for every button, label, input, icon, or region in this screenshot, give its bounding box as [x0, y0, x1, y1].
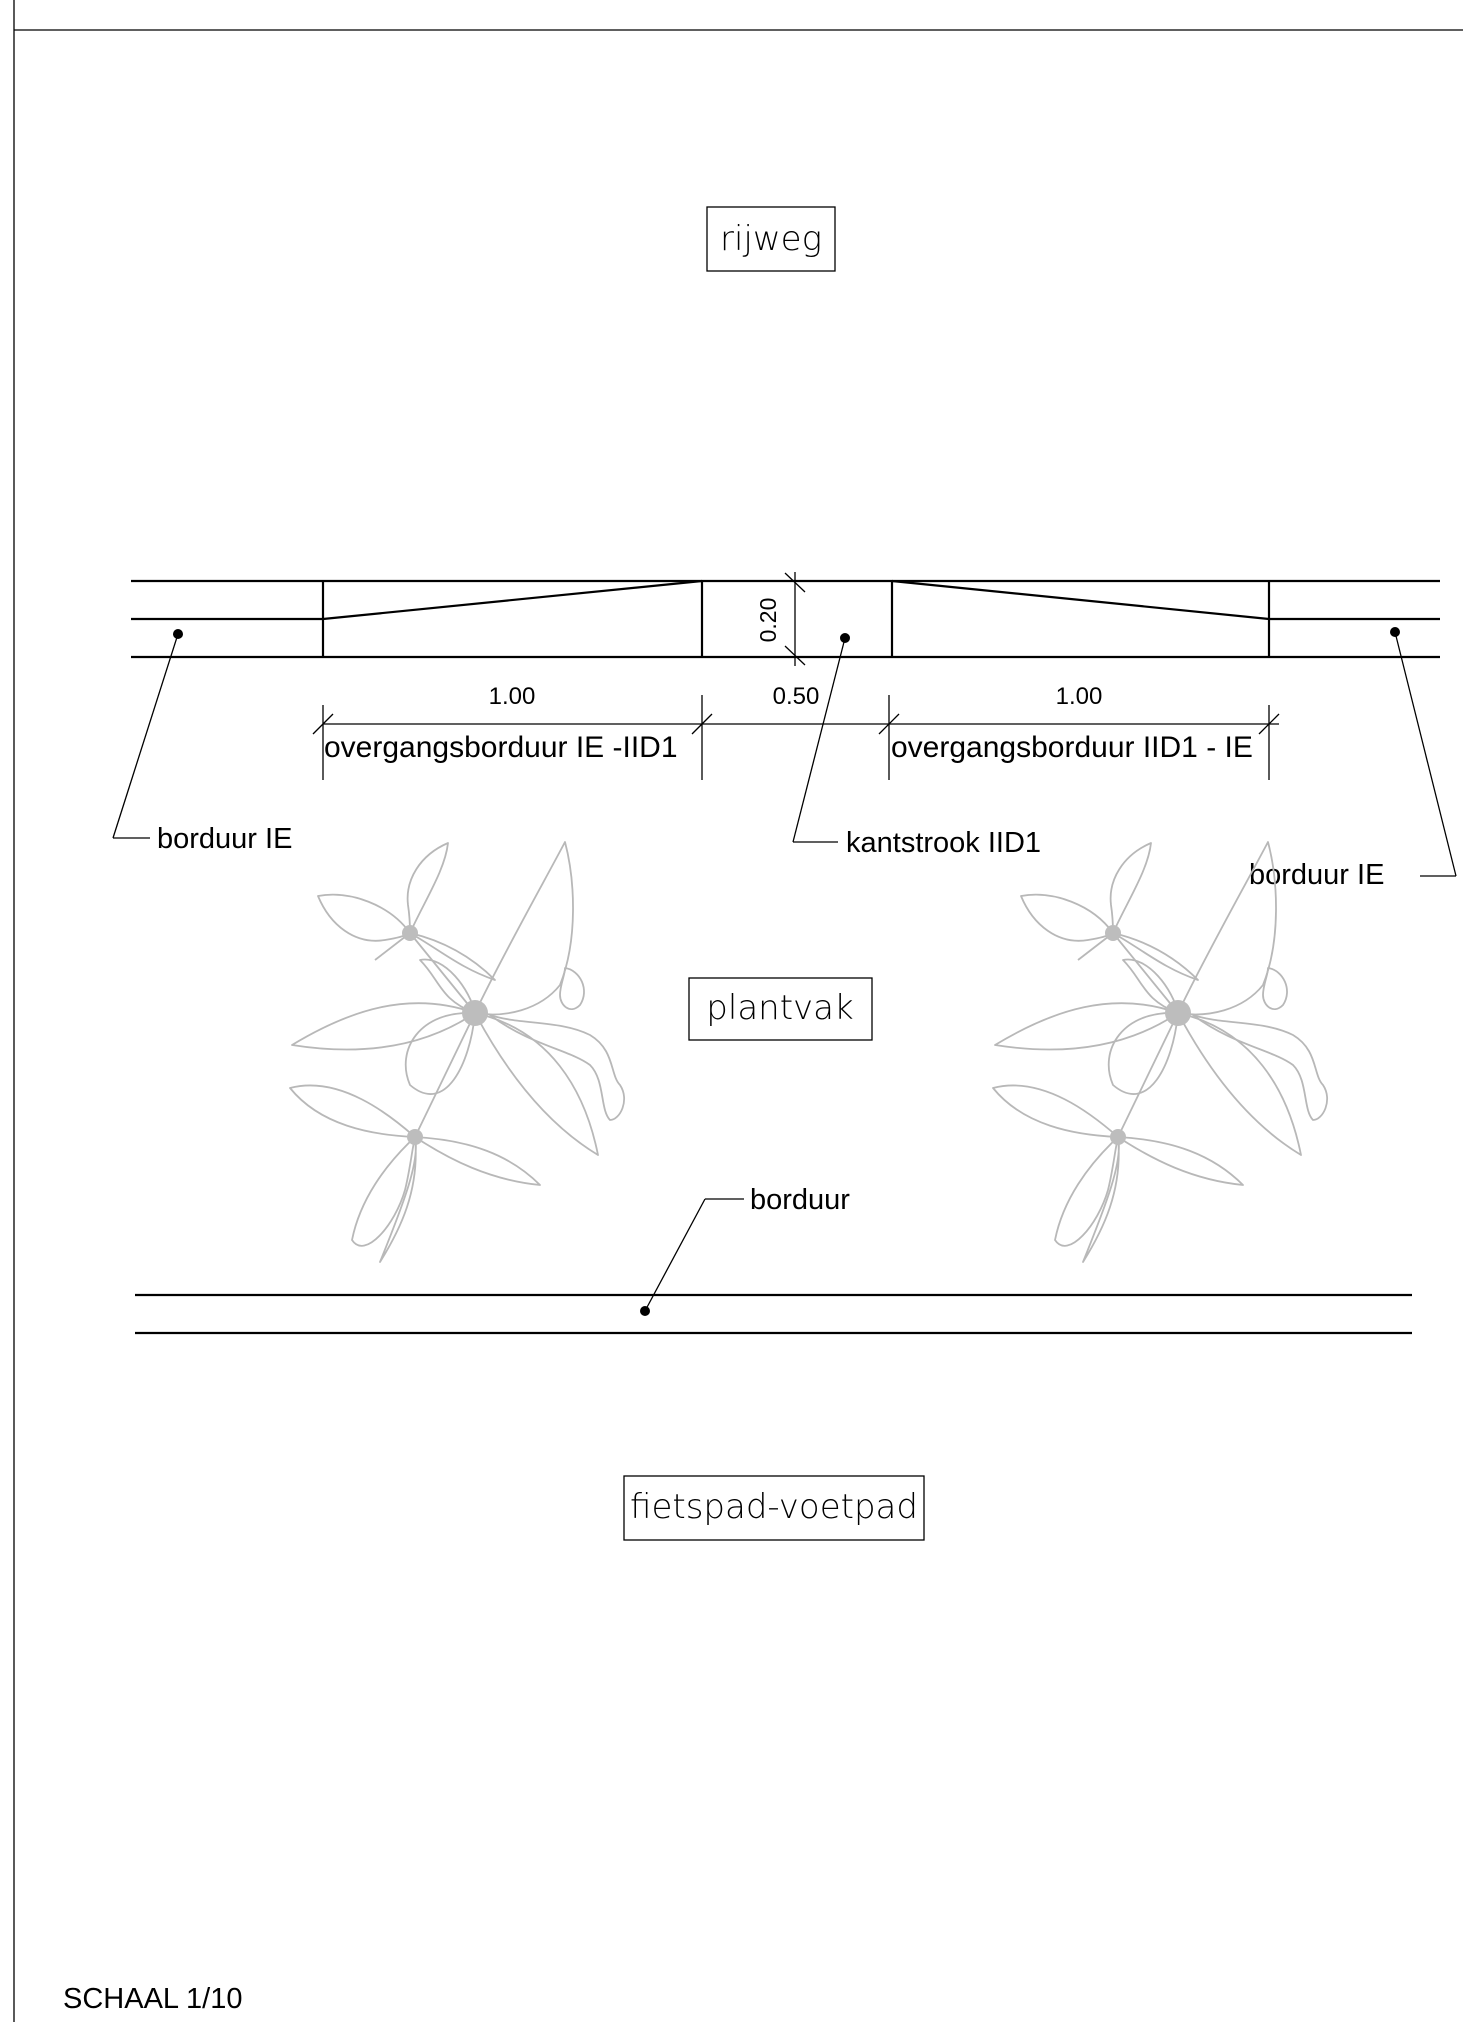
length-dimensions: 1.00 0.50 1.00	[312, 683, 1280, 780]
leader-curb-right: borduur IE	[1249, 627, 1457, 891]
transition-right-label: overgangsborduur IID1 - IE	[891, 731, 1253, 764]
road-label: rijweg	[720, 219, 822, 259]
leader-edge-strip: kantstrook IID1	[792, 633, 1041, 859]
height-dimension: 0.20	[755, 572, 806, 666]
scale-note: SCHAAL 1/10	[63, 1983, 242, 2015]
leader-curb-left: borduur IE	[112, 629, 292, 855]
leader-curb-bottom: borduur	[640, 1184, 850, 1316]
transition-taper-right	[891, 579, 1270, 621]
curb-plan	[131, 579, 1440, 659]
bottom-curb	[135, 1293, 1412, 1335]
road-zone-label: rijweg	[706, 206, 836, 272]
plant-symbol-right-icon	[992, 841, 1329, 1263]
transition-left-label: overgangsborduur IE -IID1	[324, 731, 678, 764]
transition-taper-left	[322, 579, 703, 621]
curb-bottom-label: borduur	[750, 1184, 850, 1216]
plant-symbol-left-icon	[289, 841, 626, 1263]
dimension-middle: 0.50	[773, 683, 820, 710]
height-value: 0.20	[755, 598, 781, 643]
path-label: fietspad-voetpad	[630, 1487, 918, 1527]
planting-label: plantvak	[706, 988, 853, 1028]
dimension-right: 1.00	[1056, 683, 1103, 710]
curb-left-label: borduur IE	[157, 823, 292, 855]
planting-zone-label: plantvak	[688, 977, 873, 1041]
path-zone-label: fietspad-voetpad	[623, 1475, 925, 1541]
edge-strip-label: kantstrook IID1	[846, 827, 1041, 859]
dimension-left: 1.00	[489, 683, 536, 710]
curb-right-label: borduur IE	[1249, 859, 1384, 891]
